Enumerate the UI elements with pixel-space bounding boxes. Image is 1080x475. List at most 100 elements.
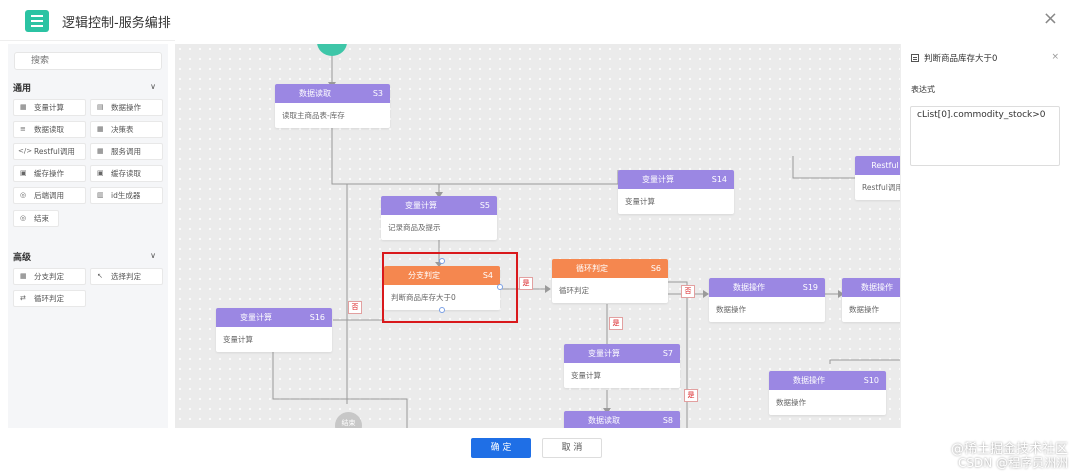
watermark-juejin: @稀土掘金技术社区 [950,442,1068,457]
connection-port[interactable] [439,258,445,264]
end-icon: ◎ [20,214,27,222]
palette-item-id-generator[interactable]: ▥ id生成器 [90,187,163,204]
chevron-down-icon[interactable]: ∨ [150,82,156,91]
flow-node-data-op[interactable]: 数据操作 数据操作 [842,278,900,322]
flow-node-s16[interactable]: 变量计算 S16 变量计算 [216,308,332,352]
palette-item-var-calc[interactable]: ▦变量计算 [13,99,86,116]
dialog-footer: 确 定 取 消 @稀土掘金技术社区 CSDN @程序员洲洲 [0,430,1080,475]
chevron-down-icon[interactable]: ∨ [150,251,156,260]
id-icon: ▥ [97,191,104,199]
node-title: 变量计算 [642,175,674,184]
watermark-csdn: CSDN @程序员洲洲 [957,456,1068,470]
palette-item-cache-op[interactable]: ▣ 缓存操作 [13,165,86,182]
palette-item-label: 结束 [34,214,49,223]
flow-canvas[interactable]: 数据读取 S3 读取主商品表-库存 变量计算 S14 变量计算 Restful Re… [175,44,900,428]
node-description: 判断商品库存大于0 [391,293,456,302]
node-header: Restful [855,156,900,175]
palette-item-label: 选择判定 [111,272,141,281]
node-id: S3 [372,89,383,98]
start-node[interactable] [317,44,347,56]
palette-item-restful[interactable]: </>Restful调用 [13,143,86,160]
node-id: S19 [802,283,818,292]
node-title: 变量计算 [405,201,437,210]
node-id: S14 [711,175,727,184]
node-description: 变量计算 [625,197,655,206]
palette-item-service-call[interactable]: ▦ 服务调用 [90,143,163,160]
node-description: 数据操作 [776,398,806,407]
cancel-button[interactable]: 取 消 [542,438,602,458]
flow-node-s3[interactable]: 数据读取 S3 读取主商品表-库存 [275,84,390,128]
node-description: Restful调用 [862,183,900,192]
node-header: 变量计算 S16 [216,308,332,327]
node-id: S16 [309,313,325,322]
node-title: 循环判定 [576,264,608,273]
palette-item-data-read[interactable]: ≡数据读取 [13,121,86,138]
connection-port[interactable] [497,284,503,290]
close-dialog-button[interactable]: × [1042,8,1058,29]
palette-item-label: 缓存操作 [34,169,64,178]
table-icon: ▤ [97,103,104,111]
node-id: S7 [662,349,673,358]
expression-input[interactable]: cList[0].commodity_stock>0 [910,106,1060,166]
palette-item-backend-call[interactable]: ◎后端调用 [13,187,86,204]
cache-icon: ▣ [20,169,27,177]
window-header: 逻辑控制-服务编排 × [0,0,1080,41]
panel-title: 判断商品库存大于0 [924,54,998,64]
node-description: 变量计算 [571,371,601,380]
end-node[interactable]: 结束 [335,412,362,428]
palette-item-label: id生成器 [111,191,141,200]
node-header: 数据操作 [842,278,900,297]
node-description: 读取主商品表-库存 [282,111,345,120]
cache-icon: ▣ [97,169,104,177]
flow-node-s6[interactable]: 循环判定 S6 循环判定 [552,259,668,303]
selection-highlight [382,252,518,323]
grid-icon: ▦ [97,147,104,155]
properties-panel: 判断商品库存大于0 × 表达式 cList[0].commodity_stock… [900,44,1080,428]
node-title: 数据操作 [793,376,825,385]
palette-item-cache-read[interactable]: ▣缓存读取 [90,165,163,182]
palette-item-decision-table[interactable]: ▦ 决策表 [90,121,163,138]
node-header: 变量计算 S14 [618,170,734,189]
flow-node-s14[interactable]: 变量计算 S14 变量计算 [618,170,734,214]
yes-badge: 是 [609,317,623,330]
expression-label: 表达式 [911,85,935,94]
no-badge: 否 [348,301,362,314]
connection-port[interactable] [439,307,445,313]
code-icon: </> [18,147,33,155]
node-id: S6 [650,264,661,273]
node-title: Restful [871,161,899,170]
palette-item-label: 数据操作 [111,103,141,112]
palette-item-loop[interactable]: ⇄循环判定 [13,290,86,307]
palette-item-label: 服务调用 [111,147,141,156]
node-description: 数据操作 [849,305,879,314]
node-description: 记录商品及提示 [388,223,441,232]
palette-item-branch[interactable]: ▦分支判定 [13,268,86,285]
loop-icon: ⇄ [20,294,26,302]
node-description: 循环判定 [559,286,589,295]
palette-item-select[interactable]: ↖选择判定 [90,268,163,285]
palette-item-end[interactable]: ◎ 结束 [13,210,59,227]
node-title: 数据读取 [299,89,331,98]
group-title-common: 通用 [13,84,32,94]
node-id: S8 [662,416,673,425]
close-panel-button[interactable]: × [1051,52,1059,62]
database-icon: ≡ [20,125,26,133]
palette-item-label: 决策表 [111,125,134,134]
node-title: 变量计算 [240,313,272,322]
palette-item-data-op[interactable]: ▤ 数据操作 [90,99,163,116]
grid-icon: ▦ [97,125,104,133]
confirm-button[interactable]: 确 定 [471,438,531,458]
flow-node-restful[interactable]: Restful Restful调用 [855,156,900,200]
palette-search-input[interactable] [14,52,162,70]
